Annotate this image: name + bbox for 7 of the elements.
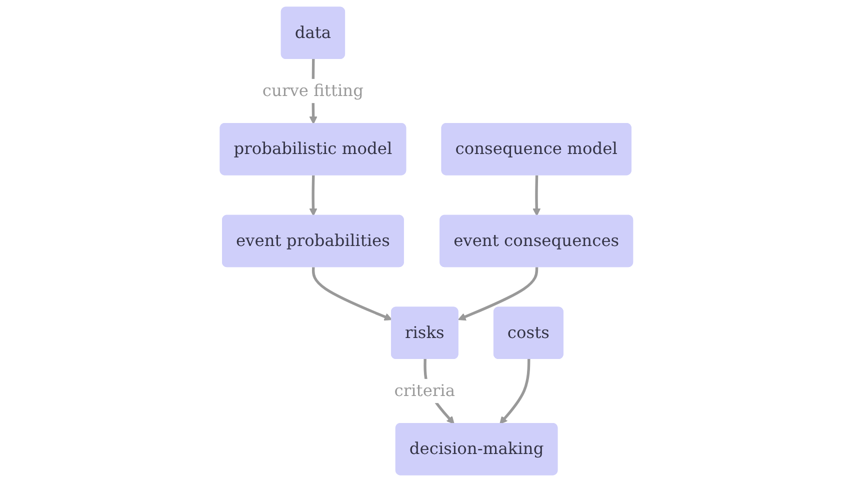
- arrow: [532, 175, 541, 216]
- edge-label: curve fitting: [262, 82, 364, 100]
- edge-label: criteria: [394, 382, 456, 400]
- arrow: [500, 359, 530, 424]
- arrow: [309, 175, 318, 216]
- arrow: [312, 267, 392, 321]
- arrow: [458, 267, 538, 321]
